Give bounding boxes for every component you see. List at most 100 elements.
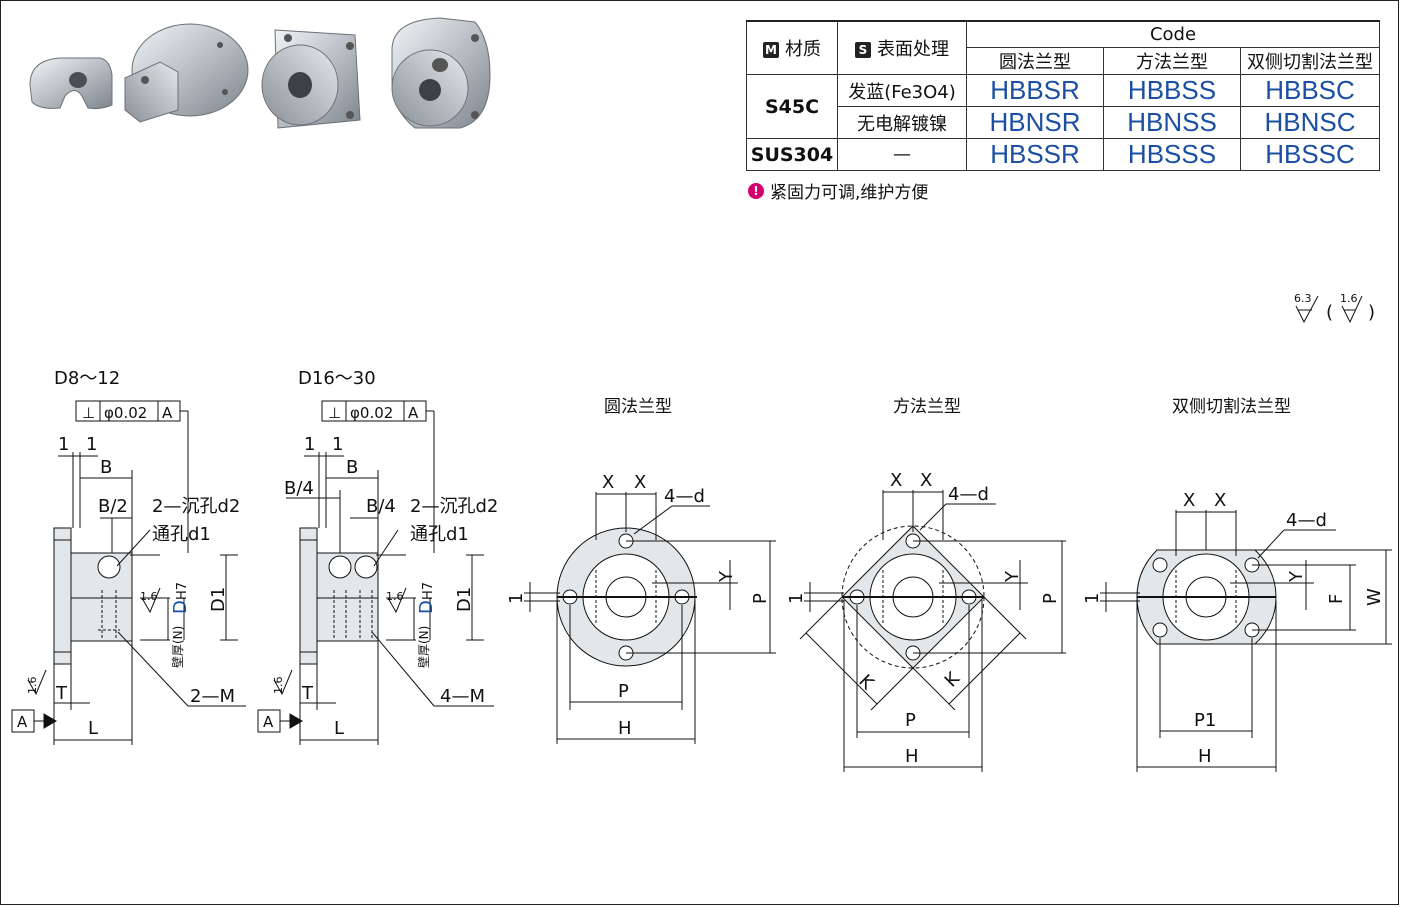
roughness-paren-open: (: [1326, 302, 1333, 323]
dim-L: L: [88, 718, 98, 739]
code-cell: HBNSC: [1240, 106, 1380, 139]
dim-X: X: [602, 472, 614, 493]
finish-label: 1.6: [26, 677, 39, 695]
dim-H: H: [905, 746, 919, 767]
dim-L: L: [334, 718, 344, 739]
dim-Y: Y: [1286, 570, 1307, 583]
square-title: 方法兰型: [893, 397, 961, 417]
dim-1: 1: [332, 434, 343, 455]
dim-P1: P1: [1194, 710, 1216, 731]
round-flange-view: [524, 492, 776, 744]
material-cell: S45C: [746, 74, 838, 139]
surface-cell: —: [837, 138, 967, 171]
dim-1: 1: [786, 593, 807, 604]
code-cell: HBNSR: [966, 106, 1104, 139]
thread-2M: 2—M: [190, 686, 235, 707]
bore-D: D: [170, 600, 191, 614]
dim-1: 1: [86, 434, 97, 455]
thread-4M: 4—M: [440, 686, 485, 707]
dim-1: 1: [304, 434, 315, 455]
dim-B2: B/2: [98, 496, 128, 517]
perp-symbol: ⊥: [82, 404, 95, 422]
dim-X: X: [890, 470, 902, 491]
finish-label: 1.6: [386, 590, 404, 603]
note-text: 紧固力可调,维护方便: [770, 183, 929, 203]
code-cell: HBSSC: [1240, 138, 1380, 171]
material-badge-icon: M: [763, 42, 779, 58]
tolerance-value: φ0.02: [104, 404, 147, 422]
side-view-small: [11, 400, 246, 745]
photo-round-flange: [124, 23, 249, 123]
dim-Y: Y: [1002, 570, 1023, 583]
dim-K: K: [941, 667, 965, 691]
roughness-other: 1.6: [1340, 292, 1358, 305]
datum-A-box: A: [17, 713, 28, 731]
dim-B: B: [346, 457, 358, 478]
photo-square-flange: [261, 29, 361, 129]
double-cut-title: 双侧切割法兰型: [1172, 397, 1291, 417]
dim-P: P: [618, 681, 629, 702]
finish-label: 1.6: [140, 590, 158, 603]
surface-cell: 无电解镀镍: [837, 106, 967, 139]
dim-P: P: [1040, 593, 1061, 604]
code-cell: HBBSS: [1103, 74, 1241, 107]
col-round-header: 圆法兰型: [966, 47, 1104, 75]
datum-label: A: [408, 404, 419, 422]
dim-P: P: [750, 593, 771, 604]
dim-1: 1: [1082, 593, 1103, 604]
dim-P: P: [905, 710, 916, 731]
perp-symbol: ⊥: [328, 404, 341, 422]
surface-badge-icon: S: [855, 42, 871, 58]
dim-Y: Y: [716, 570, 737, 583]
dim-D1: D1: [454, 587, 475, 612]
side1-title: D8～12: [54, 368, 120, 389]
datum-A-box: A: [263, 713, 274, 731]
thickness-label: 壁厚(N): [416, 626, 431, 668]
through-hole-label: 通孔d1: [410, 524, 469, 545]
dim-B: B: [100, 457, 112, 478]
product-photos: [29, 17, 491, 129]
finish-label: 1.6: [272, 677, 285, 695]
feature-note: ! 紧固力可调,维护方便: [748, 178, 928, 203]
datum-label: A: [162, 404, 173, 422]
dim-T: T: [301, 683, 314, 704]
dim-H: H: [618, 718, 632, 739]
material-cell: SUS304: [746, 138, 838, 171]
roughness-symbol: [1295, 295, 1363, 324]
dim-1: 1: [58, 434, 69, 455]
counterbore-label: 2—沉孔d2: [410, 496, 498, 517]
dim-B4: B/4: [366, 496, 396, 517]
thickness-label: 壁厚(N): [170, 626, 185, 668]
dim-X: X: [634, 472, 646, 493]
code-cell: HBBSR: [966, 74, 1104, 107]
counterbore-label: 2—沉孔d2: [152, 496, 240, 517]
dim-H: H: [1198, 746, 1212, 767]
technical-drawings: 6.3 ( 1.6 ) D8～12 ⊥ φ0.02 A 1 1 B B/2 2—…: [11, 292, 1392, 772]
round-title: 圆法兰型: [604, 397, 672, 417]
col-double-cut-header: 双侧切割法兰型: [1240, 47, 1380, 75]
tolerance-value: φ0.02: [350, 404, 393, 422]
dim-X: X: [1214, 490, 1226, 511]
code-header: Code: [966, 20, 1380, 48]
dim-T: T: [55, 683, 68, 704]
dim-D1: D1: [208, 587, 229, 612]
bore-fit: H7: [175, 582, 190, 600]
square-flange-view: [799, 490, 1066, 772]
photo-double-cut-flange: [391, 17, 491, 129]
dim-1: 1: [506, 593, 527, 604]
side-view-large: [257, 400, 494, 745]
photo-clamp-small: [29, 57, 113, 110]
side2-title: D16～30: [298, 368, 376, 389]
code-cell: HBNSS: [1103, 106, 1241, 139]
through-hole-label: 通孔d1: [152, 524, 211, 545]
col-square-header: 方法兰型: [1103, 47, 1241, 75]
dim-W: W: [1364, 588, 1385, 606]
dim-B4: B/4: [284, 478, 314, 499]
code-cell: HBSSR: [966, 138, 1104, 171]
surface-cell: 发蓝(Fe3O4): [837, 74, 967, 107]
holes-4d: 4—d: [664, 486, 705, 507]
roughness-paren-close: ): [1368, 302, 1375, 323]
